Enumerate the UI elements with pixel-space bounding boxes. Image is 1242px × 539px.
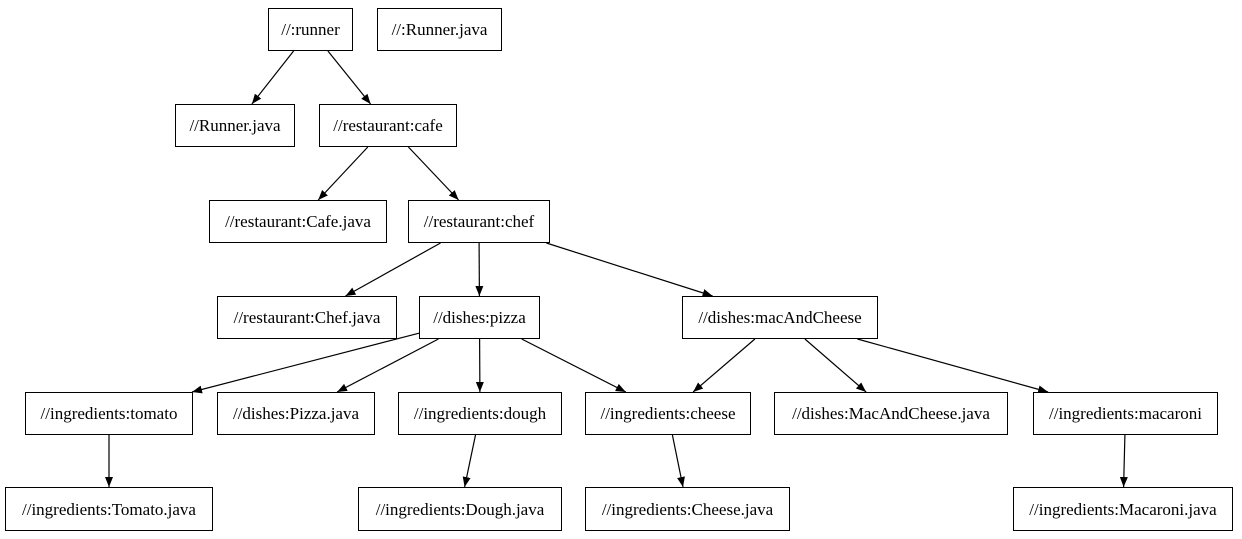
- graph-node-label: //:Runner.java: [391, 20, 488, 39]
- graph-node-label: //:runner: [281, 20, 340, 39]
- graph-node-label: //restaurant:Chef.java: [233, 308, 381, 327]
- graph-node-label: //dishes:pizza: [433, 308, 526, 327]
- graph-node-macaroni: //ingredients:macaroni: [1033, 392, 1218, 435]
- graph-node-cheese-java: //ingredients:Cheese.java: [585, 487, 790, 531]
- graph-node-runner-java: //Runner.java: [175, 104, 295, 147]
- dependency-edge-chef-to-macandcheese: [546, 242, 713, 297]
- graph-node-label: //dishes:macAndCheese: [698, 308, 862, 327]
- graph-node-pizza-java: //dishes:Pizza.java: [217, 392, 375, 435]
- dependency-edge-macandcheese-to-cheese: [692, 338, 756, 393]
- graph-node-cafe-java: //restaurant:Cafe.java: [209, 200, 387, 243]
- graph-node-label: //restaurant:Cafe.java: [225, 212, 371, 231]
- graph-node-chef-java: //restaurant:Chef.java: [217, 296, 397, 339]
- dependency-edge-runner-to-runner-java: [251, 50, 295, 105]
- graph-node-label: //ingredients:cheese: [600, 404, 736, 423]
- graph-node-label: //ingredients:Tomato.java: [22, 499, 196, 519]
- graph-node-label: //restaurant:cafe: [333, 116, 443, 135]
- dependency-edge-cafe-to-cafe-java: [317, 146, 369, 201]
- graph-node-macandcheese: //dishes:macAndCheese: [682, 296, 878, 339]
- graph-node-macaroni-java: //ingredients:Macaroni.java: [1013, 487, 1233, 531]
- graph-node-tomato: //ingredients:tomato: [25, 392, 193, 435]
- graph-node-runner-java-top: //:Runner.java: [377, 8, 502, 51]
- graph-node-dough: //ingredients:dough: [398, 392, 562, 435]
- dependency-edge-runner-to-cafe: [327, 50, 372, 105]
- graph-node-label: //ingredients:dough: [413, 404, 547, 423]
- dependency-edge-pizza-to-pizza-java: [336, 338, 439, 393]
- graph-node-label: //dishes:Pizza.java: [232, 404, 360, 423]
- graph-node-macandcheese-java: //dishes:MacAndCheese.java: [774, 392, 1008, 435]
- graph-node-label: //ingredients:Dough.java: [375, 499, 545, 519]
- graph-node-label: //ingredients:Macaroni.java: [1029, 499, 1217, 519]
- graph-node-cheese: //ingredients:cheese: [585, 392, 751, 435]
- graph-node-label: //ingredients:Cheese.java: [601, 499, 774, 519]
- dependency-edge-cheese-to-cheese-java: [671, 434, 685, 488]
- graph-node-dough-java: //ingredients:Dough.java: [358, 487, 562, 531]
- graph-node-cafe: //restaurant:cafe: [319, 104, 457, 147]
- graph-node-label: //Runner.java: [189, 116, 281, 135]
- graph-node-label: //ingredients:tomato: [40, 404, 178, 423]
- dependency-edge-chef-to-chef-java: [345, 242, 441, 297]
- dependency-edge-cafe-to-chef: [407, 146, 460, 201]
- dependency-edge-pizza-to-tomato: [191, 332, 420, 394]
- graph-node-label: //ingredients:macaroni: [1049, 404, 1202, 423]
- dependency-edge-macandcheese-to-macandcheese-java: [804, 338, 867, 393]
- dependency-edge-macaroni-to-macaroni-java: [1119, 434, 1128, 488]
- dependency-edge-dough-to-dough-java: [462, 434, 477, 488]
- graph-node-runner: //:runner: [268, 8, 353, 51]
- graph-node-tomato-java: //ingredients:Tomato.java: [5, 487, 213, 531]
- dependency-edge-macandcheese-to-macaroni: [857, 338, 1049, 394]
- graph-node-pizza: //dishes:pizza: [419, 296, 540, 339]
- graph-node-label: //dishes:MacAndCheese.java: [792, 404, 990, 423]
- graph-node-label: //restaurant:chef: [423, 212, 535, 231]
- dependency-edge-pizza-to-cheese: [521, 338, 627, 393]
- graph-node-chef: //restaurant:chef: [408, 200, 550, 243]
